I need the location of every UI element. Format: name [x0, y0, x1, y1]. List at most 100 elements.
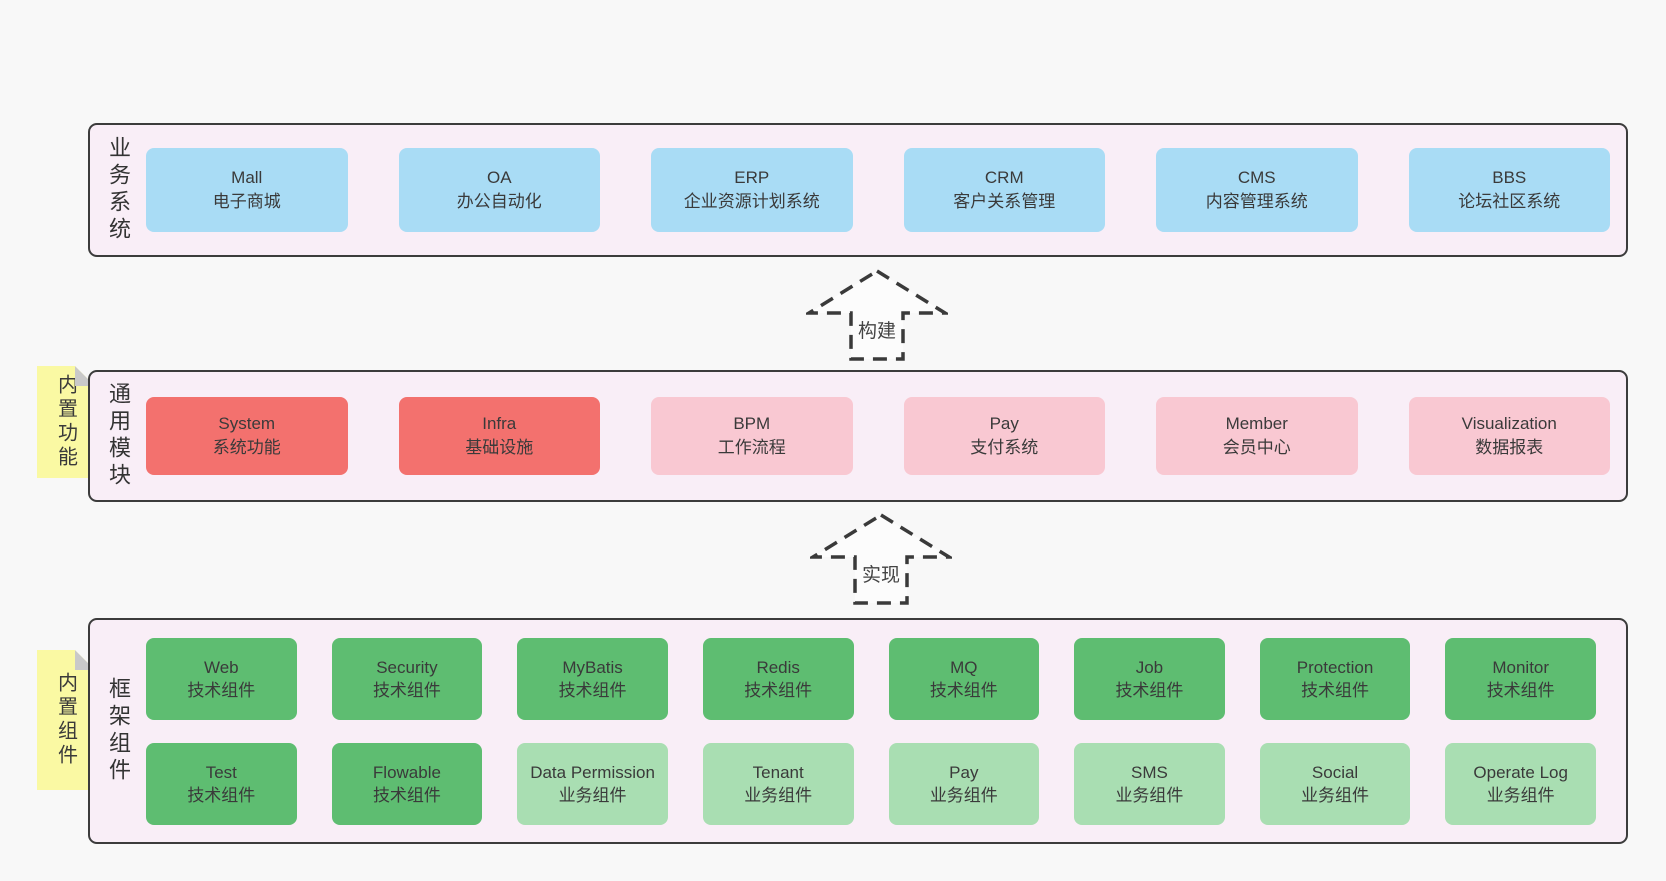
layer-label-text: 框架组件 [106, 677, 131, 785]
box-title: Tenant [752, 762, 804, 782]
box-data-permission: Data Permission 业务组件 [517, 742, 668, 825]
box-title: Operate Log [1473, 762, 1568, 782]
box-title: Mall [231, 168, 263, 187]
layer-common-modules: 通用模块 System 系统功能 Infra 基础设施 BPM 工作流程 Pay 支付系… [88, 370, 1628, 502]
box-title: Redis [756, 657, 800, 677]
box-title: Job [1135, 657, 1164, 677]
layer-label-framework-components: 框架组件 [90, 620, 146, 842]
box-subtitle: 业务组件 [744, 785, 813, 805]
box-subtitle: 客户关系管理 [953, 192, 1056, 211]
box-subtitle: 技术组件 [929, 680, 998, 700]
box-subtitle: 电子商城 [212, 192, 281, 211]
box-visualization: Visualization 数据报表 [1408, 397, 1610, 475]
box-redis: Redis 技术组件 [702, 637, 854, 720]
box-subtitle: 业务组件 [558, 785, 627, 805]
layer-business-systems: 业务系统 Mall 电子商城 OA 办公自动化 ERP 企业资源计划系统 CRM 客户关… [88, 123, 1628, 257]
box-title: MyBatis [562, 657, 623, 677]
box-title: Pay [989, 414, 1019, 433]
box-cms: CMS 内容管理系统 [1156, 148, 1358, 232]
box-oa: OA 办公自动化 [398, 148, 600, 232]
box-title: Social [1311, 762, 1359, 782]
box-bbs: BBS 论坛社区系统 [1408, 148, 1610, 232]
box-subtitle: 数据报表 [1475, 438, 1544, 457]
box-subtitle: 技术组件 [187, 785, 256, 805]
box-mall: Mall 电子商城 [146, 148, 348, 232]
layer-label-business-systems: 业务系统 [90, 125, 146, 255]
box-title: Security [376, 657, 438, 677]
box-subtitle: 内容管理系统 [1205, 192, 1308, 211]
arrow-implement: 实现 [806, 512, 956, 606]
box-subtitle: 业务组件 [1301, 785, 1370, 805]
box-title: System [218, 414, 276, 433]
box-job: Job 技术组件 [1074, 637, 1225, 720]
box-title: Member [1225, 414, 1288, 433]
box-title: BPM [733, 414, 771, 433]
sticky-note-built-in-features: 内置功能 [37, 366, 95, 478]
box-title: Monitor [1492, 657, 1550, 677]
up-arrow-icon [806, 512, 956, 605]
box-subtitle: 办公自动化 [456, 192, 542, 211]
box-title: Infra [482, 414, 517, 433]
box-operate-log: Operate Log 业务组件 [1445, 742, 1596, 825]
box-infra: Infra 基础设施 [398, 397, 600, 475]
box-tenant: Tenant 业务组件 [702, 742, 854, 825]
box-sms: SMS 业务组件 [1074, 742, 1225, 825]
box-title: BBS [1492, 168, 1527, 187]
arrow-label-implement: 实现 [858, 560, 904, 587]
box-title: SMS [1131, 762, 1168, 782]
box-subtitle: 技术组件 [1301, 680, 1370, 700]
box-subtitle: 业务组件 [1115, 785, 1184, 805]
box-subtitle: 业务组件 [929, 785, 998, 805]
box-crm: CRM 客户关系管理 [903, 148, 1105, 232]
box-title: Visualization [1461, 414, 1557, 433]
box-title: Data Permission [530, 762, 655, 782]
box-subtitle: 技术组件 [372, 785, 441, 805]
layer-label-text: 业务系统 [106, 136, 131, 244]
box-pay-module: Pay 支付系统 [903, 397, 1105, 475]
box-social: Social 业务组件 [1259, 742, 1411, 825]
box-title: MQ [950, 657, 978, 677]
box-subtitle: 工作流程 [717, 438, 786, 457]
business-boxes-row: Mall 电子商城 OA 办公自动化 ERP 企业资源计划系统 CRM 客户关系管理 C… [146, 125, 1626, 255]
box-subtitle: 技术组件 [1486, 680, 1555, 700]
box-subtitle: 基础设施 [465, 438, 534, 457]
sticky-note-built-in-components: 内置组件 [37, 650, 95, 790]
box-title: CMS [1237, 168, 1276, 187]
box-monitor: Monitor 技术组件 [1445, 637, 1596, 720]
box-title: CRM [984, 168, 1024, 187]
box-subtitle: 技术组件 [187, 680, 256, 700]
box-web: Web 技术组件 [146, 637, 297, 720]
box-subtitle: 技术组件 [744, 680, 813, 700]
module-boxes-row: System 系统功能 Infra 基础设施 BPM 工作流程 Pay 支付系统 Mem… [146, 372, 1626, 500]
box-subtitle: 技术组件 [1115, 680, 1184, 700]
box-title: ERP [734, 168, 770, 187]
box-title: Web [203, 657, 239, 677]
sticky-label: 内置组件 [54, 672, 77, 768]
box-title: Test [205, 762, 237, 782]
box-subtitle: 业务组件 [1486, 785, 1555, 805]
component-row-2: Test 技术组件 Flowable 技术组件 Data Permission 业务组… [146, 742, 1596, 825]
box-test: Test 技术组件 [146, 742, 297, 825]
box-subtitle: 支付系统 [970, 438, 1039, 457]
box-erp: ERP 企业资源计划系统 [651, 148, 853, 232]
box-title: OA [486, 168, 512, 187]
box-subtitle: 企业资源计划系统 [683, 192, 820, 211]
box-bpm: BPM 工作流程 [651, 397, 853, 475]
sticky-label: 内置功能 [54, 374, 77, 470]
box-mq: MQ 技术组件 [888, 637, 1040, 720]
box-subtitle: 论坛社区系统 [1458, 192, 1561, 211]
arrow-label-build: 构建 [854, 316, 900, 343]
box-subtitle: 技术组件 [558, 680, 627, 700]
box-subtitle: 系统功能 [212, 438, 281, 457]
box-title: Flowable [372, 762, 441, 782]
layer-label-common-modules: 通用模块 [90, 372, 146, 500]
box-mybatis: MyBatis 技术组件 [517, 637, 668, 720]
box-system: System 系统功能 [146, 397, 348, 475]
